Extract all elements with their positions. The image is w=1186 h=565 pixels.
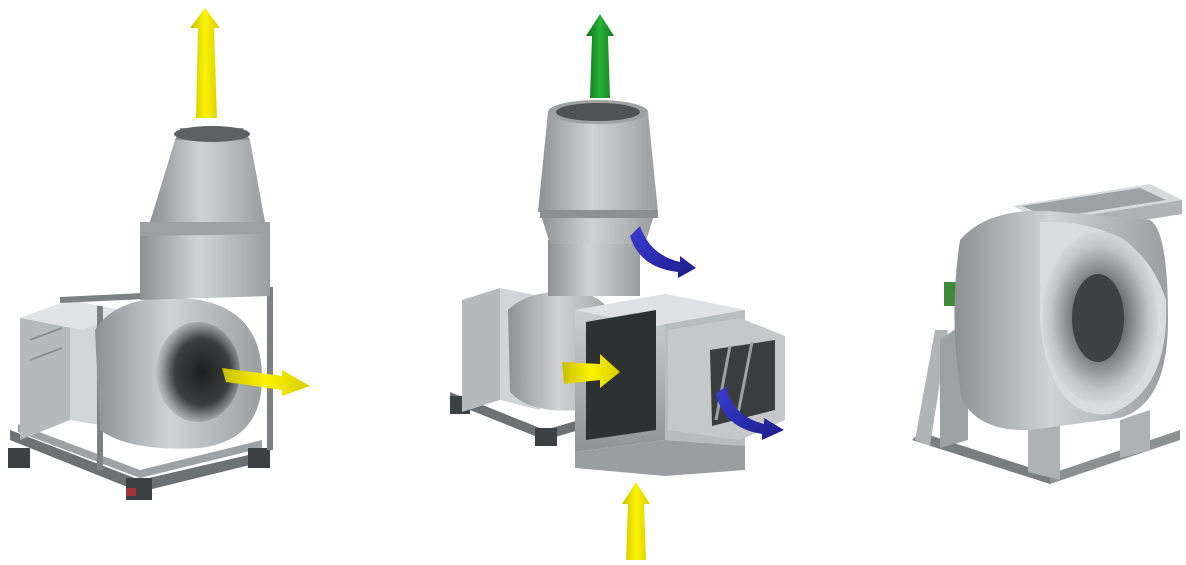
unit-1-intake-arrow: [222, 368, 310, 396]
unit-2-filter-intake-arrow: [716, 386, 784, 440]
unit-1-fan-conical-discharge: [8, 8, 310, 500]
unit-1-exhaust-arrow: [190, 8, 220, 118]
unit-2-vertical-duct: [548, 240, 640, 296]
unit-2-inlet-arrow: [562, 354, 620, 388]
unit-1-conical-discharge: [150, 140, 265, 222]
unit-2-cyclone-drum: [538, 112, 658, 212]
unit-2-motor-housing: [462, 288, 500, 412]
unit-3-motor: [944, 282, 958, 306]
unit-1-inlet: [156, 322, 240, 422]
unit-1-transition-duct: [140, 230, 270, 300]
unit-1-motor-housing: [20, 300, 70, 440]
unit-2-fan-cyclone-filter: [450, 14, 785, 560]
unit-3-centrifugal-fan: [912, 184, 1182, 484]
unit-2-side-intake-arrow: [630, 226, 696, 278]
unit-2-bottom-inlet-arrow: [622, 482, 650, 560]
unit-2-clean-exhaust-arrow: [586, 14, 614, 98]
